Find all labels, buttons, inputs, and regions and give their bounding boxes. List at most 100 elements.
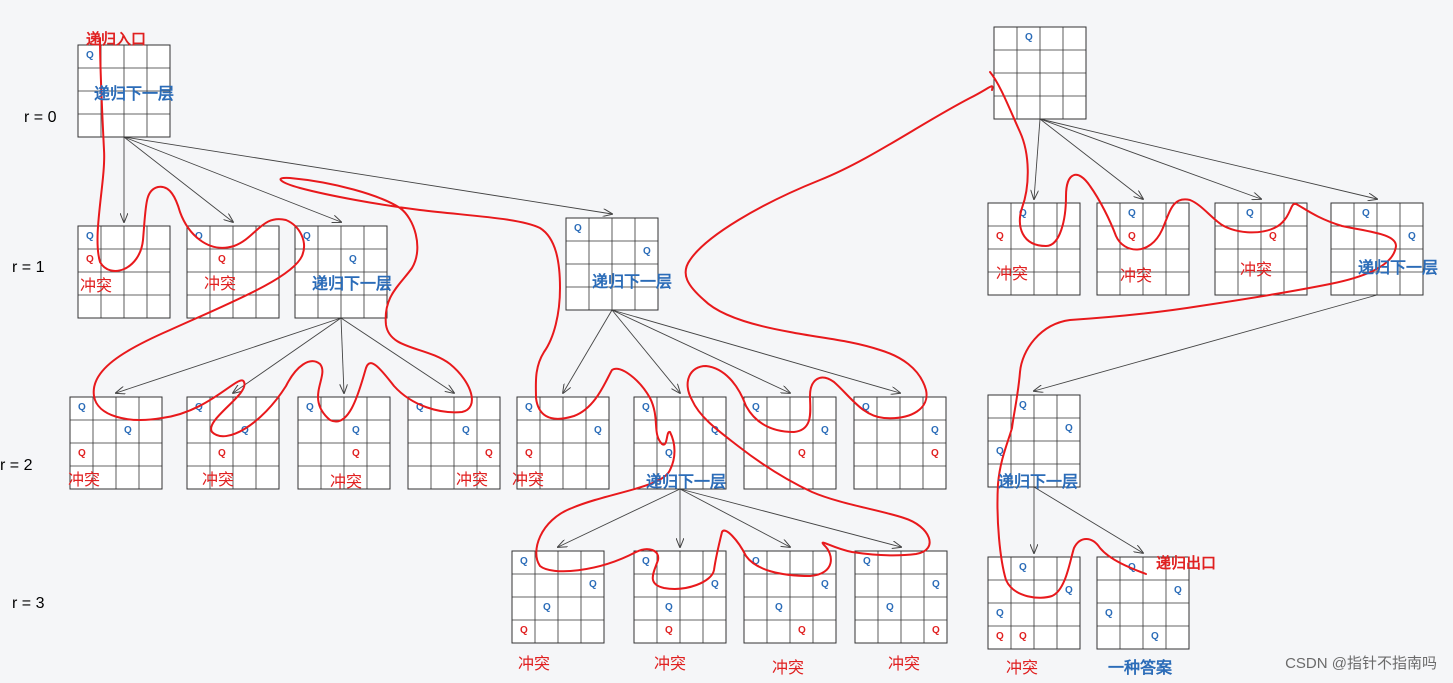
board-b2g: QQQ [743,396,837,490]
conflict-label-c1c: 冲突 [1240,260,1273,279]
recurse-label-c1d: 递归下一层 [1358,258,1439,277]
queen-marker: Q [543,602,551,613]
queen-marker: Q [642,556,650,567]
queen-marker: Q [863,556,871,567]
recurse-label-b1c: 递归下一层 [312,274,393,293]
edge-b2f-b3c [679,488,790,547]
queen-marker: Q [195,402,203,413]
edge-b0-b1d [123,136,612,214]
edge-b1d-b2h [611,309,900,393]
queen-marker: Q [462,425,470,436]
level-label-r3: r = 3 [12,595,45,612]
traversal-path [92,37,1397,599]
queen-marker: Q [1065,585,1073,596]
queen-conflict-marker: Q [931,448,939,459]
edge-c0-c1c [1039,118,1261,199]
queen-marker: Q [416,402,424,413]
queen-marker: Q [303,231,311,242]
queen-marker: Q [1019,208,1027,219]
conflict-label-b2b: 冲突 [202,470,235,489]
conflict-label-b2d: 冲突 [456,470,489,489]
recurse-label-b2f: 递归下一层 [646,472,727,491]
recurse-label-b0: 递归下一层 [94,84,175,103]
queen-conflict-marker: Q [78,448,86,459]
conflict-label-c1b: 冲突 [1120,266,1153,285]
queen-marker: Q [525,402,533,413]
queen-conflict-marker: Q [218,448,226,459]
recurse-label-b1d: 递归下一层 [592,272,673,291]
board-b1a: QQ [77,225,171,319]
queen-marker: Q [241,425,249,436]
edge-b1d-b2e [563,309,613,393]
queen-conflict-marker: Q [1019,631,1027,642]
queen-conflict-marker: Q [798,448,806,459]
queen-marker: Q [643,246,651,257]
board-c1c: QQ [1214,202,1308,296]
queen-conflict-marker: Q [525,448,533,459]
watermark: CSDN @指针不指南吗 [1285,655,1437,672]
edge-c1d-c2 [1034,294,1378,391]
queen-marker: Q [821,425,829,436]
board-b1c: QQ [294,225,388,319]
queen-marker: Q [996,446,1004,457]
queen-marker: Q [1174,585,1182,596]
queen-marker: Q [589,579,597,590]
queen-marker: Q [594,425,602,436]
board-b2c: Q Q Q [297,396,391,490]
tree-edges [116,118,1378,553]
queen-marker: Q [1105,608,1113,619]
queen-marker: Q [932,579,940,590]
queen-conflict-marker: Q [932,625,940,636]
queen-marker: Q [78,402,86,413]
conflict-label-c3a: 冲突 [1006,658,1039,677]
entry-label: 递归入口 [86,30,147,48]
boards-layer: QQQQQQQQQQQQQQQQQQQQQQQQQQQQQQQQQQQQQQQQ… [69,26,1424,650]
queen-marker: Q [775,602,783,613]
queen-marker: Q [520,556,528,567]
queen-marker: Q [1128,208,1136,219]
edge-b1d-b2f [611,309,680,393]
queen-marker: Q [1065,423,1073,434]
board-b2h: Q Q Q [853,396,947,490]
queen-conflict-marker: Q [996,231,1004,242]
edge-b1c-b2c [341,317,344,393]
queen-conflict-marker: Q [1128,231,1136,242]
conflict-label-b2a: 冲突 [68,470,101,489]
level-label-r0: r = 0 [24,109,57,126]
queen-marker: Q [195,231,203,242]
board-c0: Q [993,26,1087,120]
queen-marker: Q [752,556,760,567]
edge-b2f-b3a [558,488,681,547]
exit-label: 递归出口 [1156,554,1217,572]
queen-marker: Q [931,425,939,436]
queen-marker: Q [862,402,870,413]
conflict-label-b3d: 冲突 [888,654,921,673]
queen-marker: Q [86,231,94,242]
conflict-label-b3b: 冲突 [654,654,687,673]
queen-conflict-marker: Q [1269,231,1277,242]
queen-marker: Q [1025,32,1033,43]
queen-conflict-marker: Q [485,448,493,459]
answer-label: 一种答案 [1108,658,1173,677]
queen-marker: Q [124,425,132,436]
queen-marker: Q [352,425,360,436]
edge-b0-b1c [123,136,341,222]
queen-conflict-marker: Q [352,448,360,459]
board-b2e: Q Q Q [516,396,610,490]
queen-marker: Q [306,402,314,413]
queen-marker: Q [1362,208,1370,219]
conflict-label-b2c: 冲突 [330,472,363,491]
edge-b1c-b2a [116,317,342,393]
level-label-r2: r = 2 [0,457,33,474]
queen-conflict-marker: Q [218,254,226,265]
queen-marker: Q [86,50,94,61]
queen-marker: Q [665,448,673,459]
queen-marker: Q [1246,208,1254,219]
queen-marker: Q [821,579,829,590]
queen-marker: Q [574,223,582,234]
